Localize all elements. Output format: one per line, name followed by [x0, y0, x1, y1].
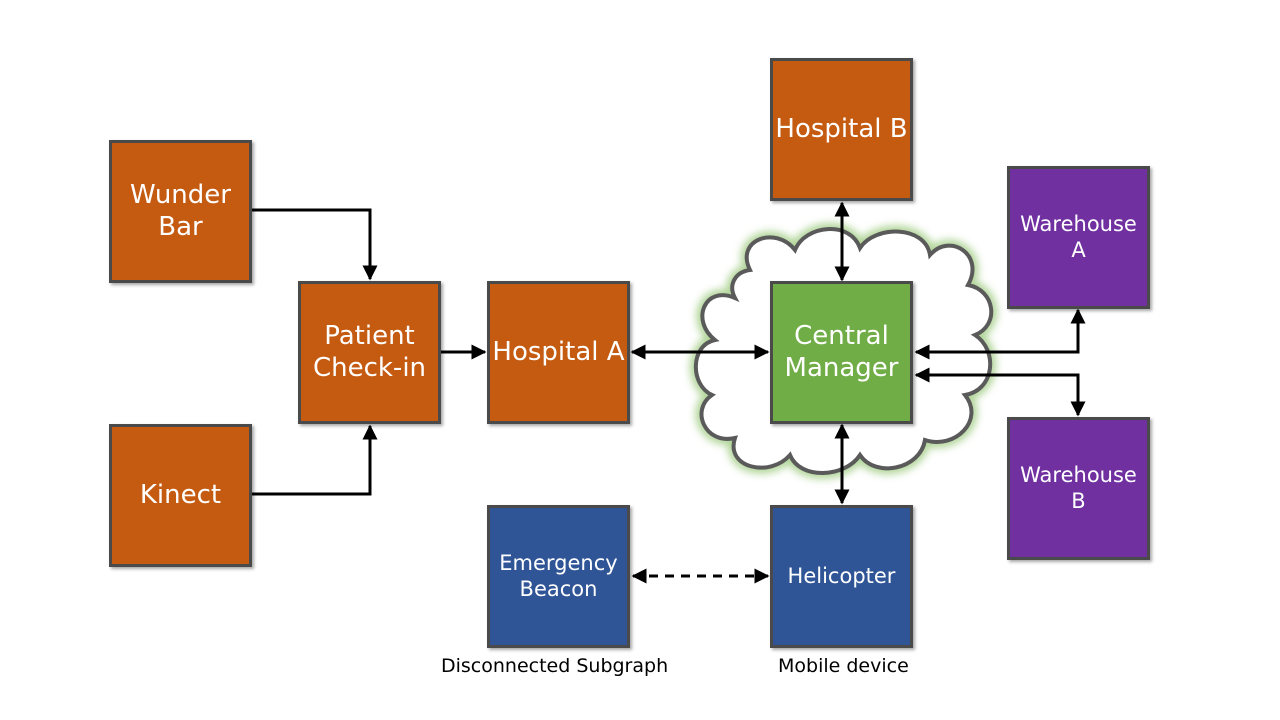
node-emergency-beacon: Emergency Beacon: [487, 505, 630, 648]
caption-disconnected-subgraph: Disconnected Subgraph: [441, 655, 669, 677]
caption-mobile-device: Mobile device: [778, 655, 909, 677]
node-helicopter: Helicopter: [770, 505, 913, 648]
node-warehouse-a-label: Warehouse A: [1020, 211, 1137, 262]
node-central-manager-label: Central Manager: [784, 320, 899, 383]
node-warehouse-b-label: Warehouse B: [1020, 462, 1137, 513]
edge-central-warehouse-b: [914, 367, 1086, 417]
node-kinect-label: Kinect: [139, 479, 222, 510]
node-hospital-b-label: Hospital B: [775, 113, 908, 144]
node-warehouse-a: Warehouse A: [1007, 166, 1150, 309]
node-central-manager: Central Manager: [770, 281, 913, 424]
node-hospital-b: Hospital B: [770, 58, 913, 201]
node-kinect: Kinect: [109, 424, 252, 567]
node-warehouse-b: Warehouse B: [1007, 417, 1150, 560]
node-wunder-bar: Wunder Bar: [109, 140, 252, 283]
node-hospital-a: Hospital A: [487, 281, 630, 424]
node-wunder-bar-label: Wunder Bar: [130, 179, 231, 242]
edge-central-warehouse-a: [914, 308, 1086, 360]
node-patient-checkin: Patient Check-in: [298, 281, 441, 424]
node-emergency-beacon-label: Emergency Beacon: [499, 550, 618, 601]
node-helicopter-label: Helicopter: [787, 563, 896, 588]
edge-wunderbar-to-checkin: [252, 208, 378, 281]
node-patient-checkin-label: Patient Check-in: [312, 320, 427, 383]
edge-kinect-to-checkin: [252, 424, 378, 496]
node-hospital-a-label: Hospital A: [492, 336, 625, 367]
